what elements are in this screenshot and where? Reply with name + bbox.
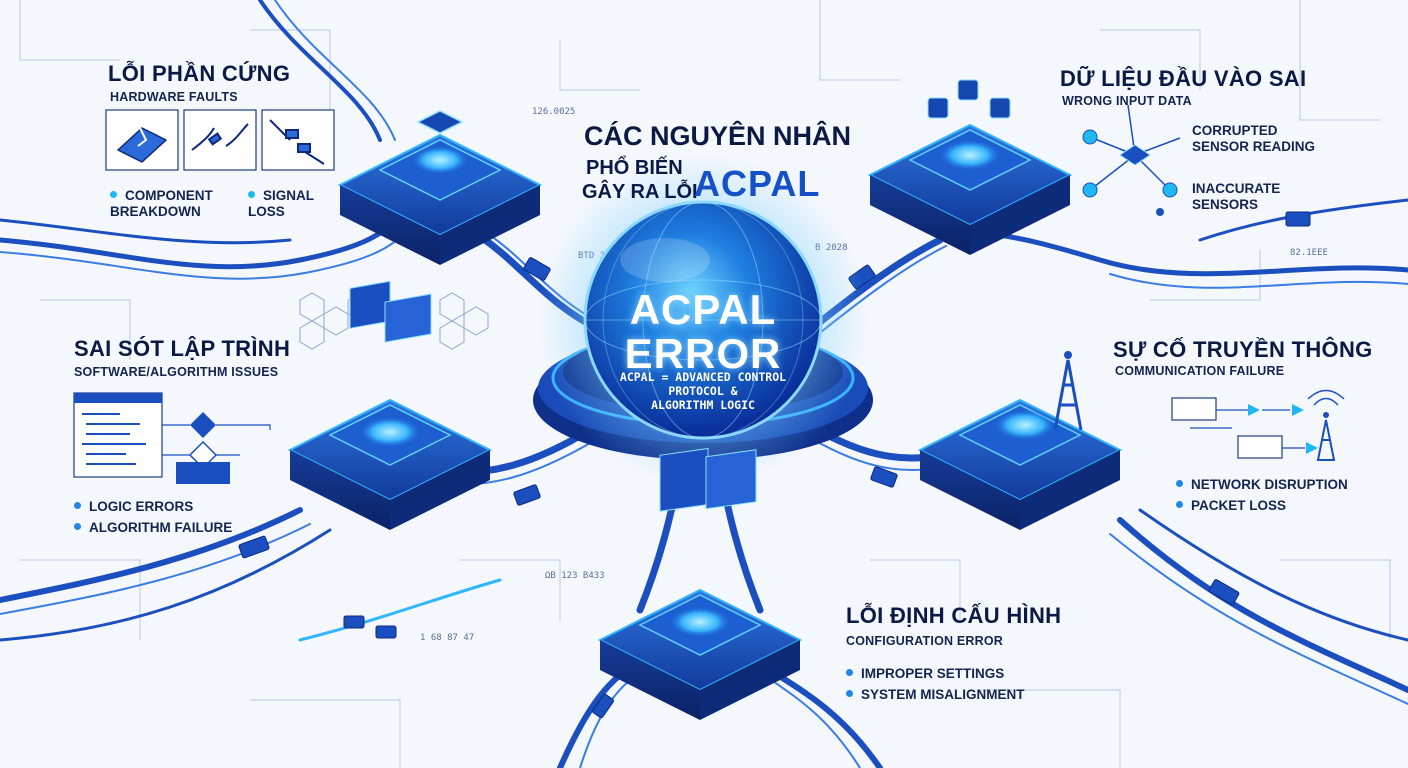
node-hardware xyxy=(337,110,543,265)
communication-item-1-label: NETWORK DISRUPTION xyxy=(1191,477,1348,492)
communication-item-2-label: PACKET LOSS xyxy=(1191,498,1287,513)
packet-flow xyxy=(1171,389,1345,461)
sensor-network xyxy=(1082,104,1181,216)
core-definition-2: PROTOCOL & xyxy=(668,384,738,398)
bullet-dot xyxy=(1176,480,1183,487)
core-sphere xyxy=(533,155,873,485)
svg-text:1 68 87 47: 1 68 87 47 xyxy=(420,633,474,643)
bullet-dot xyxy=(846,690,853,697)
broken-chip-icon xyxy=(116,127,168,163)
hardware-title-vn: LỖI PHẦN CỨNG xyxy=(108,61,291,86)
hardware-item-2-label: SIGNAL LOSS xyxy=(248,188,314,219)
software-item-2: ALGORITHM FAILURE xyxy=(74,520,232,536)
cable-connectors xyxy=(238,211,1311,719)
configuration-title-en: CONFIGURATION ERROR xyxy=(846,634,1004,648)
svg-text:126.0025: 126.0025 xyxy=(532,107,575,117)
software-item-2-label: ALGORITHM FAILURE xyxy=(89,520,233,535)
title-line-3: GÂY RA LỖI xyxy=(582,181,698,203)
hardware-title-en: HARDWARE FAULTS xyxy=(110,90,238,104)
software-title-vn: SAI SÓT LẬP TRÌNH xyxy=(74,336,291,361)
configuration-item-1-label: IMPROPER SETTINGS xyxy=(861,666,1005,681)
input-item-1: CORRUPTED SENSOR READING xyxy=(1192,123,1316,154)
communication-title-vn: SỰ CỐ TRUYỀN THÔNG xyxy=(1113,337,1373,362)
core-definition-1: ACPAL = ADVANCED CONTROL xyxy=(619,370,787,384)
hardware-item-1-label: COMPONENT BREAKDOWN xyxy=(110,188,213,219)
bullet-dot xyxy=(248,191,255,198)
software-title-en: SOFTWARE/ALGORITHM ISSUES xyxy=(74,365,279,379)
svg-text:ΩB 123 B433: ΩB 123 B433 xyxy=(545,571,605,581)
input-title-vn: DỮ LIỆU ĐẦU VÀO SAI xyxy=(1060,66,1307,91)
bullet-dot xyxy=(846,669,853,676)
bullet-dot xyxy=(74,502,81,509)
core-definition-3: ALGORITHM LOGIC xyxy=(651,398,755,412)
communication-item-1: NETWORK DISRUPTION xyxy=(1176,477,1348,493)
hardware-item-2: SIGNAL LOSS xyxy=(248,188,318,220)
title-line-1: CÁC NGUYÊN NHÂN xyxy=(584,121,852,151)
bullet-dot xyxy=(74,523,81,530)
circuit-traces xyxy=(19,0,1391,768)
svg-text:82.1EEE: 82.1EEE xyxy=(1290,248,1328,258)
configuration-item-2: SYSTEM MISALIGNMENT xyxy=(846,687,1025,703)
core-title-2: ERROR xyxy=(624,330,782,377)
broken-wire-icon xyxy=(191,123,249,151)
bullet-dot xyxy=(1176,501,1183,508)
input-item-2: INACCURATE SENSORS xyxy=(1192,181,1281,212)
node-software xyxy=(287,280,493,530)
hardware-item-1: COMPONENT BREAKDOWN xyxy=(110,188,220,220)
node-configuration xyxy=(597,447,803,720)
input-title-en: WRONG INPUT DATA xyxy=(1062,94,1192,108)
node-input xyxy=(867,79,1073,255)
software-item-1-label: LOGIC ERRORS xyxy=(89,499,194,514)
core-title-1: ACPAL xyxy=(629,286,777,333)
configuration-item-2-label: SYSTEM MISALIGNMENT xyxy=(861,687,1025,702)
communication-title-en: COMMUNICATION FAILURE xyxy=(1115,364,1285,378)
bullet-dot xyxy=(110,191,117,198)
title-line-2: PHỔ BIẾN xyxy=(586,157,683,179)
cut-cable-icon xyxy=(269,119,325,165)
configuration-item-1: IMPROPER SETTINGS xyxy=(846,666,1004,682)
communication-item-2: PACKET LOSS xyxy=(1176,498,1286,514)
code-flowchart xyxy=(73,392,271,484)
title-acpal: ACPAL xyxy=(694,163,821,204)
software-item-1: LOGIC ERRORS xyxy=(74,499,193,515)
node-communication xyxy=(917,351,1123,530)
configuration-title-vn: LỖI ĐỊNH CẤU HÌNH xyxy=(846,603,1062,628)
